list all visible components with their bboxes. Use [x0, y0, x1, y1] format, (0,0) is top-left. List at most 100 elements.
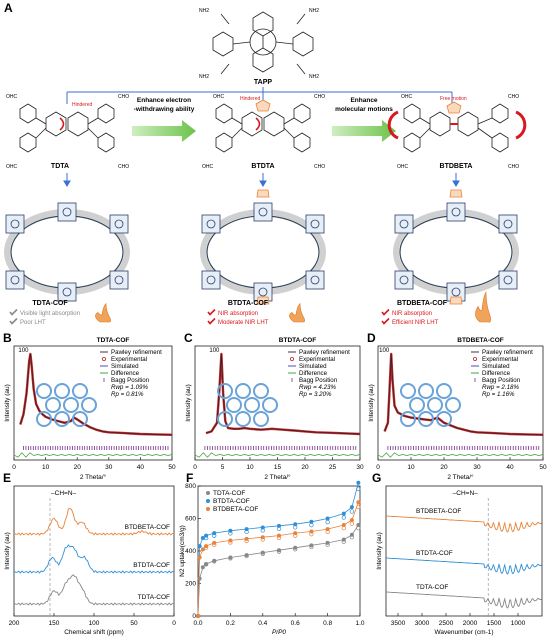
cof-property-label: Visible light absorption	[20, 311, 80, 317]
series-label: TDTA-COF	[416, 584, 448, 591]
porphyrin-node	[5, 214, 25, 234]
aldehyde-label: CHO	[314, 94, 325, 100]
legend-marker	[206, 499, 210, 503]
panel-label: F	[186, 471, 193, 485]
x-tick-label: 50	[539, 464, 547, 471]
btd-unit	[256, 189, 270, 198]
data-point	[356, 480, 361, 485]
desorption-point	[228, 531, 233, 536]
data-point	[309, 519, 314, 524]
check-icon	[381, 317, 390, 325]
x-tick-label: 2500	[439, 620, 454, 627]
x-tick-label: 10	[246, 464, 254, 471]
desorption-point	[203, 545, 209, 550]
porphyrin-node	[394, 270, 414, 290]
monomer-label-btdta: BTDTA	[251, 163, 274, 170]
x-tick-label: 150	[49, 620, 60, 627]
x-tick-label: 25	[329, 464, 337, 471]
framework-shadow	[4, 209, 130, 295]
desorption-point	[356, 525, 361, 531]
pore-ring	[400, 383, 416, 399]
legend-label: Simulated	[111, 363, 139, 370]
x-tick-label: 0.8	[323, 620, 332, 627]
legend-label: Pawley refinement	[482, 349, 533, 356]
aldehyde-label: CHO	[508, 94, 519, 100]
y-axis-label: Intensity (au)	[4, 532, 11, 570]
porphyrin-core	[114, 275, 124, 285]
desorption-point	[244, 529, 249, 535]
bragg-ticks	[387, 446, 540, 450]
desorption-point	[203, 535, 209, 541]
pore-ring	[445, 397, 461, 413]
panel-label: E	[3, 471, 11, 485]
framework-ring	[10, 215, 124, 289]
panel-a: A NH2 NH2 NH2 NH2 TAPP	[4, 1, 527, 326]
legend-label: Difference	[111, 370, 140, 377]
pawley-curve	[19, 353, 173, 436]
crystal-structure-inset	[36, 383, 97, 427]
ftir-spectrum	[386, 591, 542, 609]
desorption-point	[293, 533, 298, 538]
desorption-point	[309, 522, 314, 528]
chart-title: TDTA-COF	[97, 337, 130, 344]
desorption-point	[244, 553, 249, 559]
btd-unit	[256, 296, 270, 305]
porphyrin-core	[310, 275, 320, 285]
desorption-point	[349, 535, 355, 540]
cof-name-label: BTDTA-COF	[228, 300, 269, 307]
x-tick-label: 50	[130, 620, 138, 627]
amine-label: NH2	[309, 74, 319, 80]
framework-shadow	[200, 209, 326, 295]
porphyrin-core	[258, 287, 268, 297]
data-point	[200, 547, 205, 552]
chart-legend: Pawley refinementExperimentalSimulatedDi…	[288, 349, 350, 398]
panel-label-a: A	[4, 1, 13, 15]
amine-label: NH2	[309, 8, 319, 14]
pore-ring	[418, 383, 434, 399]
desorption-point	[341, 525, 346, 531]
data-point	[325, 516, 330, 521]
fit-stat: Rwp = 1.09%	[111, 384, 148, 391]
x-tick-label: 40	[506, 464, 514, 471]
annotation-label: –CH=N–	[51, 490, 76, 497]
legend-label: Bagg Position	[111, 377, 150, 384]
y-tick-label: 0	[192, 613, 196, 620]
porphyrin-node	[57, 202, 77, 222]
monomer-label-btdbeta: BTDBETA	[440, 163, 473, 170]
y-axis-label: N2 uptake(cm3/g)	[179, 525, 186, 577]
plot-frame	[377, 345, 544, 461]
pore-ring	[54, 411, 70, 427]
x-tick-label: 200	[9, 620, 20, 627]
desorption-point	[356, 486, 361, 491]
porphyrin-node	[253, 202, 273, 222]
data-point	[196, 614, 200, 618]
porphyrin-core	[503, 219, 513, 229]
tdta-monomer	[19, 103, 115, 153]
btd-unit	[449, 189, 463, 198]
pore-ring	[409, 397, 425, 413]
chart-title: BTDBETA-COF	[457, 337, 503, 344]
data-point	[197, 555, 202, 560]
x-tick-label: 0.0	[193, 620, 202, 627]
arrow-enhance-motion	[332, 120, 396, 142]
legend-label: BTDTA-COF	[213, 498, 250, 505]
x-tick-label: 0	[193, 464, 197, 471]
flame-icon	[289, 302, 305, 323]
framework-ring	[206, 215, 320, 289]
y-axis-label: Intensity (au)	[368, 384, 375, 422]
arrow1-text-1: Enhance electron	[137, 97, 191, 104]
porphyrin-node	[5, 270, 25, 290]
data-point	[277, 548, 281, 553]
porphyrin-node	[305, 214, 325, 234]
data-point	[260, 550, 265, 555]
porphyrin-core	[451, 287, 461, 297]
porphyrin-core	[310, 219, 320, 229]
legend-label: Pawley refinement	[299, 349, 350, 356]
porphyrin-core	[451, 207, 461, 217]
y-tick-label: 600	[185, 516, 196, 523]
tapp-label: TAPP	[254, 79, 272, 86]
pore-ring	[72, 411, 88, 427]
